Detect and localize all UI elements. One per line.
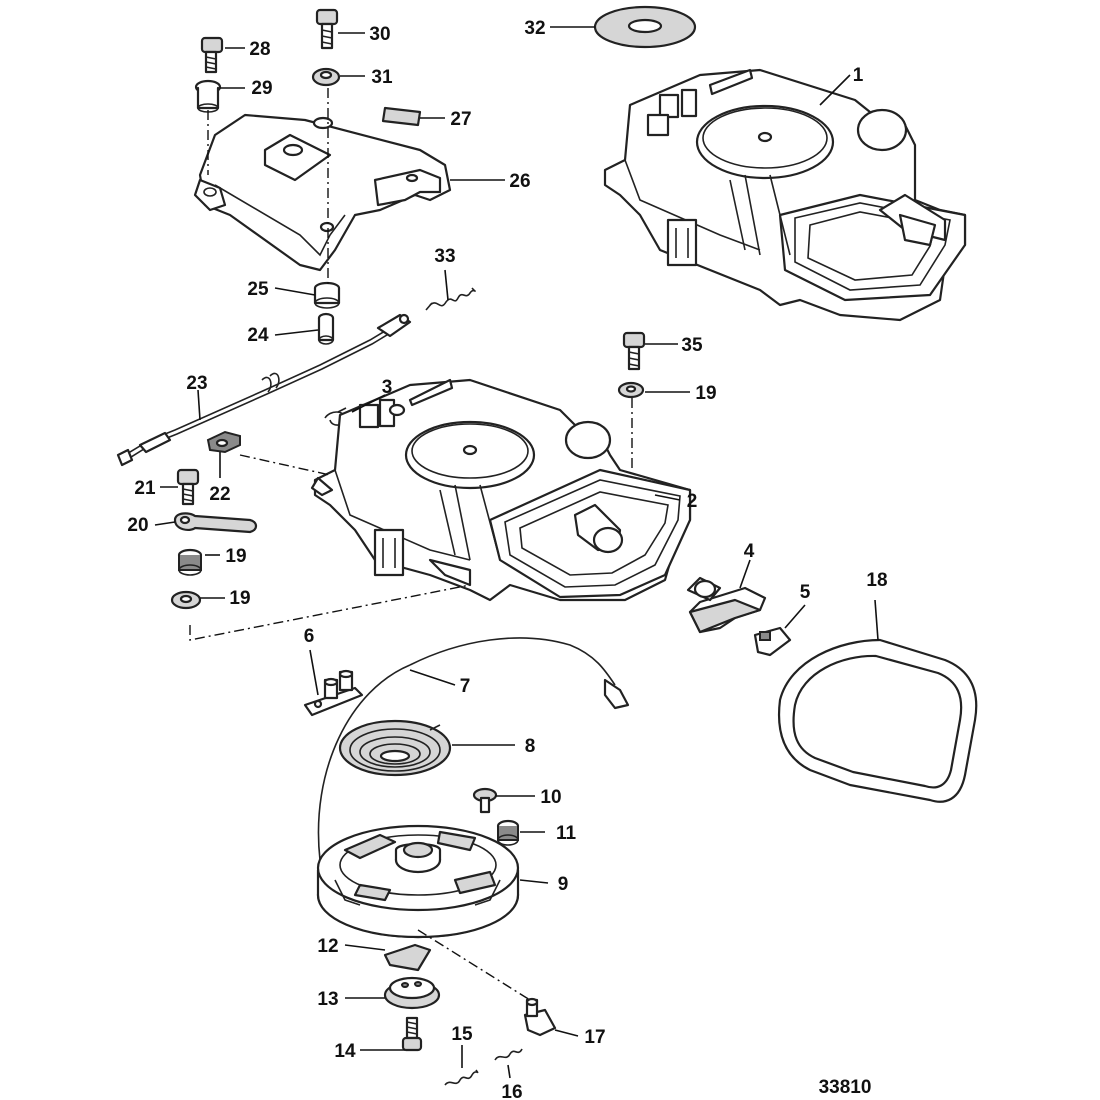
callout-22: 21 [134, 478, 156, 499]
part-35-bolt [622, 331, 646, 371]
callout-18: 18 [866, 570, 887, 591]
part-12-plate [383, 943, 432, 972]
callout-11: 11 [556, 823, 577, 844]
callout-7: 7 [460, 676, 471, 697]
part-25-bushing [317, 312, 335, 345]
callout-14: 14 [334, 1041, 356, 1062]
part-19-washer-lower [170, 590, 202, 610]
callout-13: 13 [317, 989, 338, 1010]
part-17-pawl [523, 997, 557, 1037]
part-6-cam [303, 669, 364, 717]
part-22-bolt [176, 468, 200, 506]
callout-2: 2 [687, 491, 698, 512]
part-11-bushing [496, 819, 520, 846]
callout-26: 25 [247, 279, 269, 300]
part-28-pad [381, 106, 422, 127]
callout-17: 17 [584, 1027, 605, 1048]
callout-8: 8 [525, 736, 536, 757]
callout-30: 29 [251, 78, 272, 99]
part-4-handle [686, 576, 767, 634]
callout-27: 26 [509, 171, 530, 192]
part-14-screw [401, 1016, 423, 1052]
callout-10: 10 [540, 787, 561, 808]
part-33-washer [593, 5, 697, 49]
part-13-cap [383, 976, 441, 1010]
part-2-starter-housing [310, 378, 692, 602]
callout-33: 32 [524, 18, 545, 39]
part-21-link [173, 512, 258, 534]
callout-16: 16 [501, 1082, 522, 1100]
part-16-spring [494, 1048, 523, 1061]
part-27-cover-plate [193, 113, 452, 272]
callout-19-upper: 19 [695, 383, 716, 404]
callout-34: 33 [434, 246, 455, 267]
part-24-cable [116, 313, 412, 467]
callout-19-lower: 19 [229, 588, 250, 609]
callout-9: 9 [558, 874, 569, 895]
figure-number: 33810 [819, 1077, 872, 1098]
part-19-washer-upper [617, 381, 645, 399]
part-20-spacer [177, 548, 203, 576]
callout-15: 15 [451, 1024, 473, 1045]
callout-23: 22 [209, 484, 230, 505]
part-34-spring [425, 287, 476, 311]
part-8-spring [338, 719, 452, 777]
callout-20: 19 [225, 546, 246, 567]
part-23-lever [206, 430, 241, 454]
callout-6: 6 [304, 626, 315, 647]
callout-31: 30 [369, 24, 390, 45]
leader-lines [154, 26, 879, 1079]
part-18-gasket [777, 638, 978, 803]
callout-5: 5 [800, 582, 811, 603]
callout-labels: 32 1 28 29 30 31 27 26 33 25 24 23 3 35 … [127, 18, 887, 1100]
callout-12: 12 [317, 936, 338, 957]
callout-25: 24 [247, 325, 269, 346]
part-9-pulley [316, 824, 520, 939]
part-30-sleeve [194, 79, 222, 113]
part-26-spacer [313, 281, 341, 309]
callout-35: 35 [681, 335, 703, 356]
part-29-bolt [200, 36, 224, 74]
callout-24: 23 [186, 373, 207, 394]
part-5-clip [753, 626, 792, 657]
callout-3: 3 [382, 377, 393, 398]
callout-29: 28 [249, 39, 270, 60]
part-1-starter-housing [603, 68, 967, 322]
callout-1: 1 [853, 65, 864, 86]
part-32-grommet [311, 67, 341, 87]
callout-28: 27 [450, 109, 471, 130]
callout-4: 4 [744, 541, 755, 562]
part-15-spring [444, 1069, 479, 1086]
alignment-lines [189, 88, 633, 1001]
part-10-screw [472, 787, 498, 814]
callout-21: 20 [127, 515, 148, 536]
part-31-bolt [315, 8, 339, 50]
callout-32: 31 [371, 67, 393, 88]
